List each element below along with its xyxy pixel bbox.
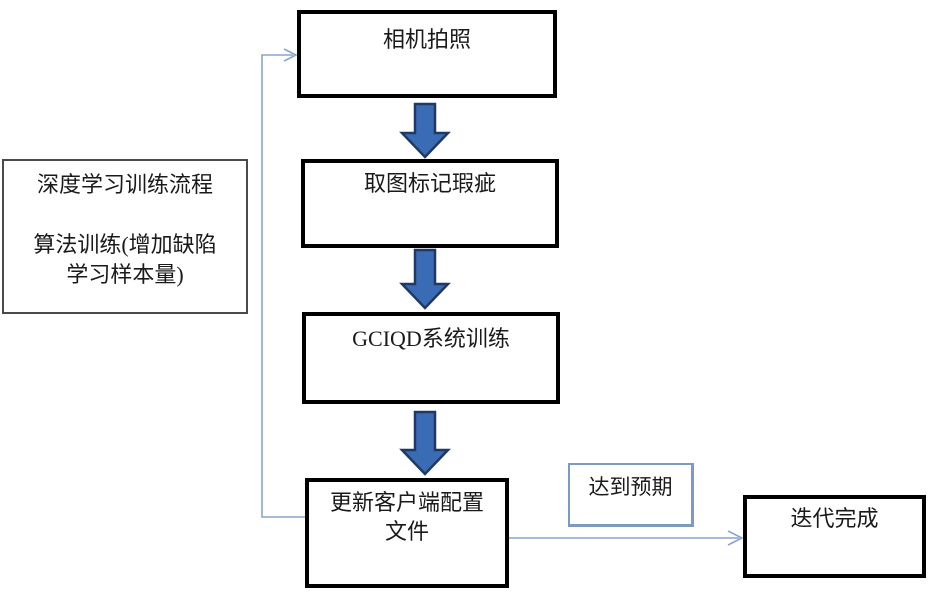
node-mark-defects: 取图标记瑕疵 [301,159,559,248]
condition-label-box: 达到预期 [568,463,694,527]
annotation-line: 算法训练(增加缺陷 [33,232,217,257]
annotation-line: 学习样本量) [66,262,184,287]
annotation-line: 深度学习训练流程 [36,172,213,197]
annotation-line-spacer [4,200,246,230]
condition-label: 达到预期 [588,475,673,499]
node-label: 取图标记瑕疵 [363,171,496,196]
process-annotation-box: 深度学习训练流程 算法训练(增加缺陷 学习样本量) [2,159,248,314]
node-camera-capture: 相机拍照 [297,10,557,98]
node-system-training: GCIQD系统训练 [302,312,560,404]
feedback-connector [261,54,305,518]
node-iteration-done: 迭代完成 [743,495,926,578]
node-label: 迭代完成 [790,506,879,531]
node-update-client-config: 更新客户端配置 文件 [305,478,509,588]
node-label: 相机拍照 [382,27,471,52]
done-arrowhead-icon [727,530,744,546]
block-arrow-down-2 [399,248,451,310]
node-label: GCIQD系统训练 [352,326,510,351]
node-label-line2: 文件 [384,518,429,544]
block-arrow-down-1 [399,102,451,159]
block-arrow-down-3 [399,410,451,476]
feedback-arrowhead-icon [283,48,298,62]
node-label-line1: 更新客户端配置 [329,490,484,515]
